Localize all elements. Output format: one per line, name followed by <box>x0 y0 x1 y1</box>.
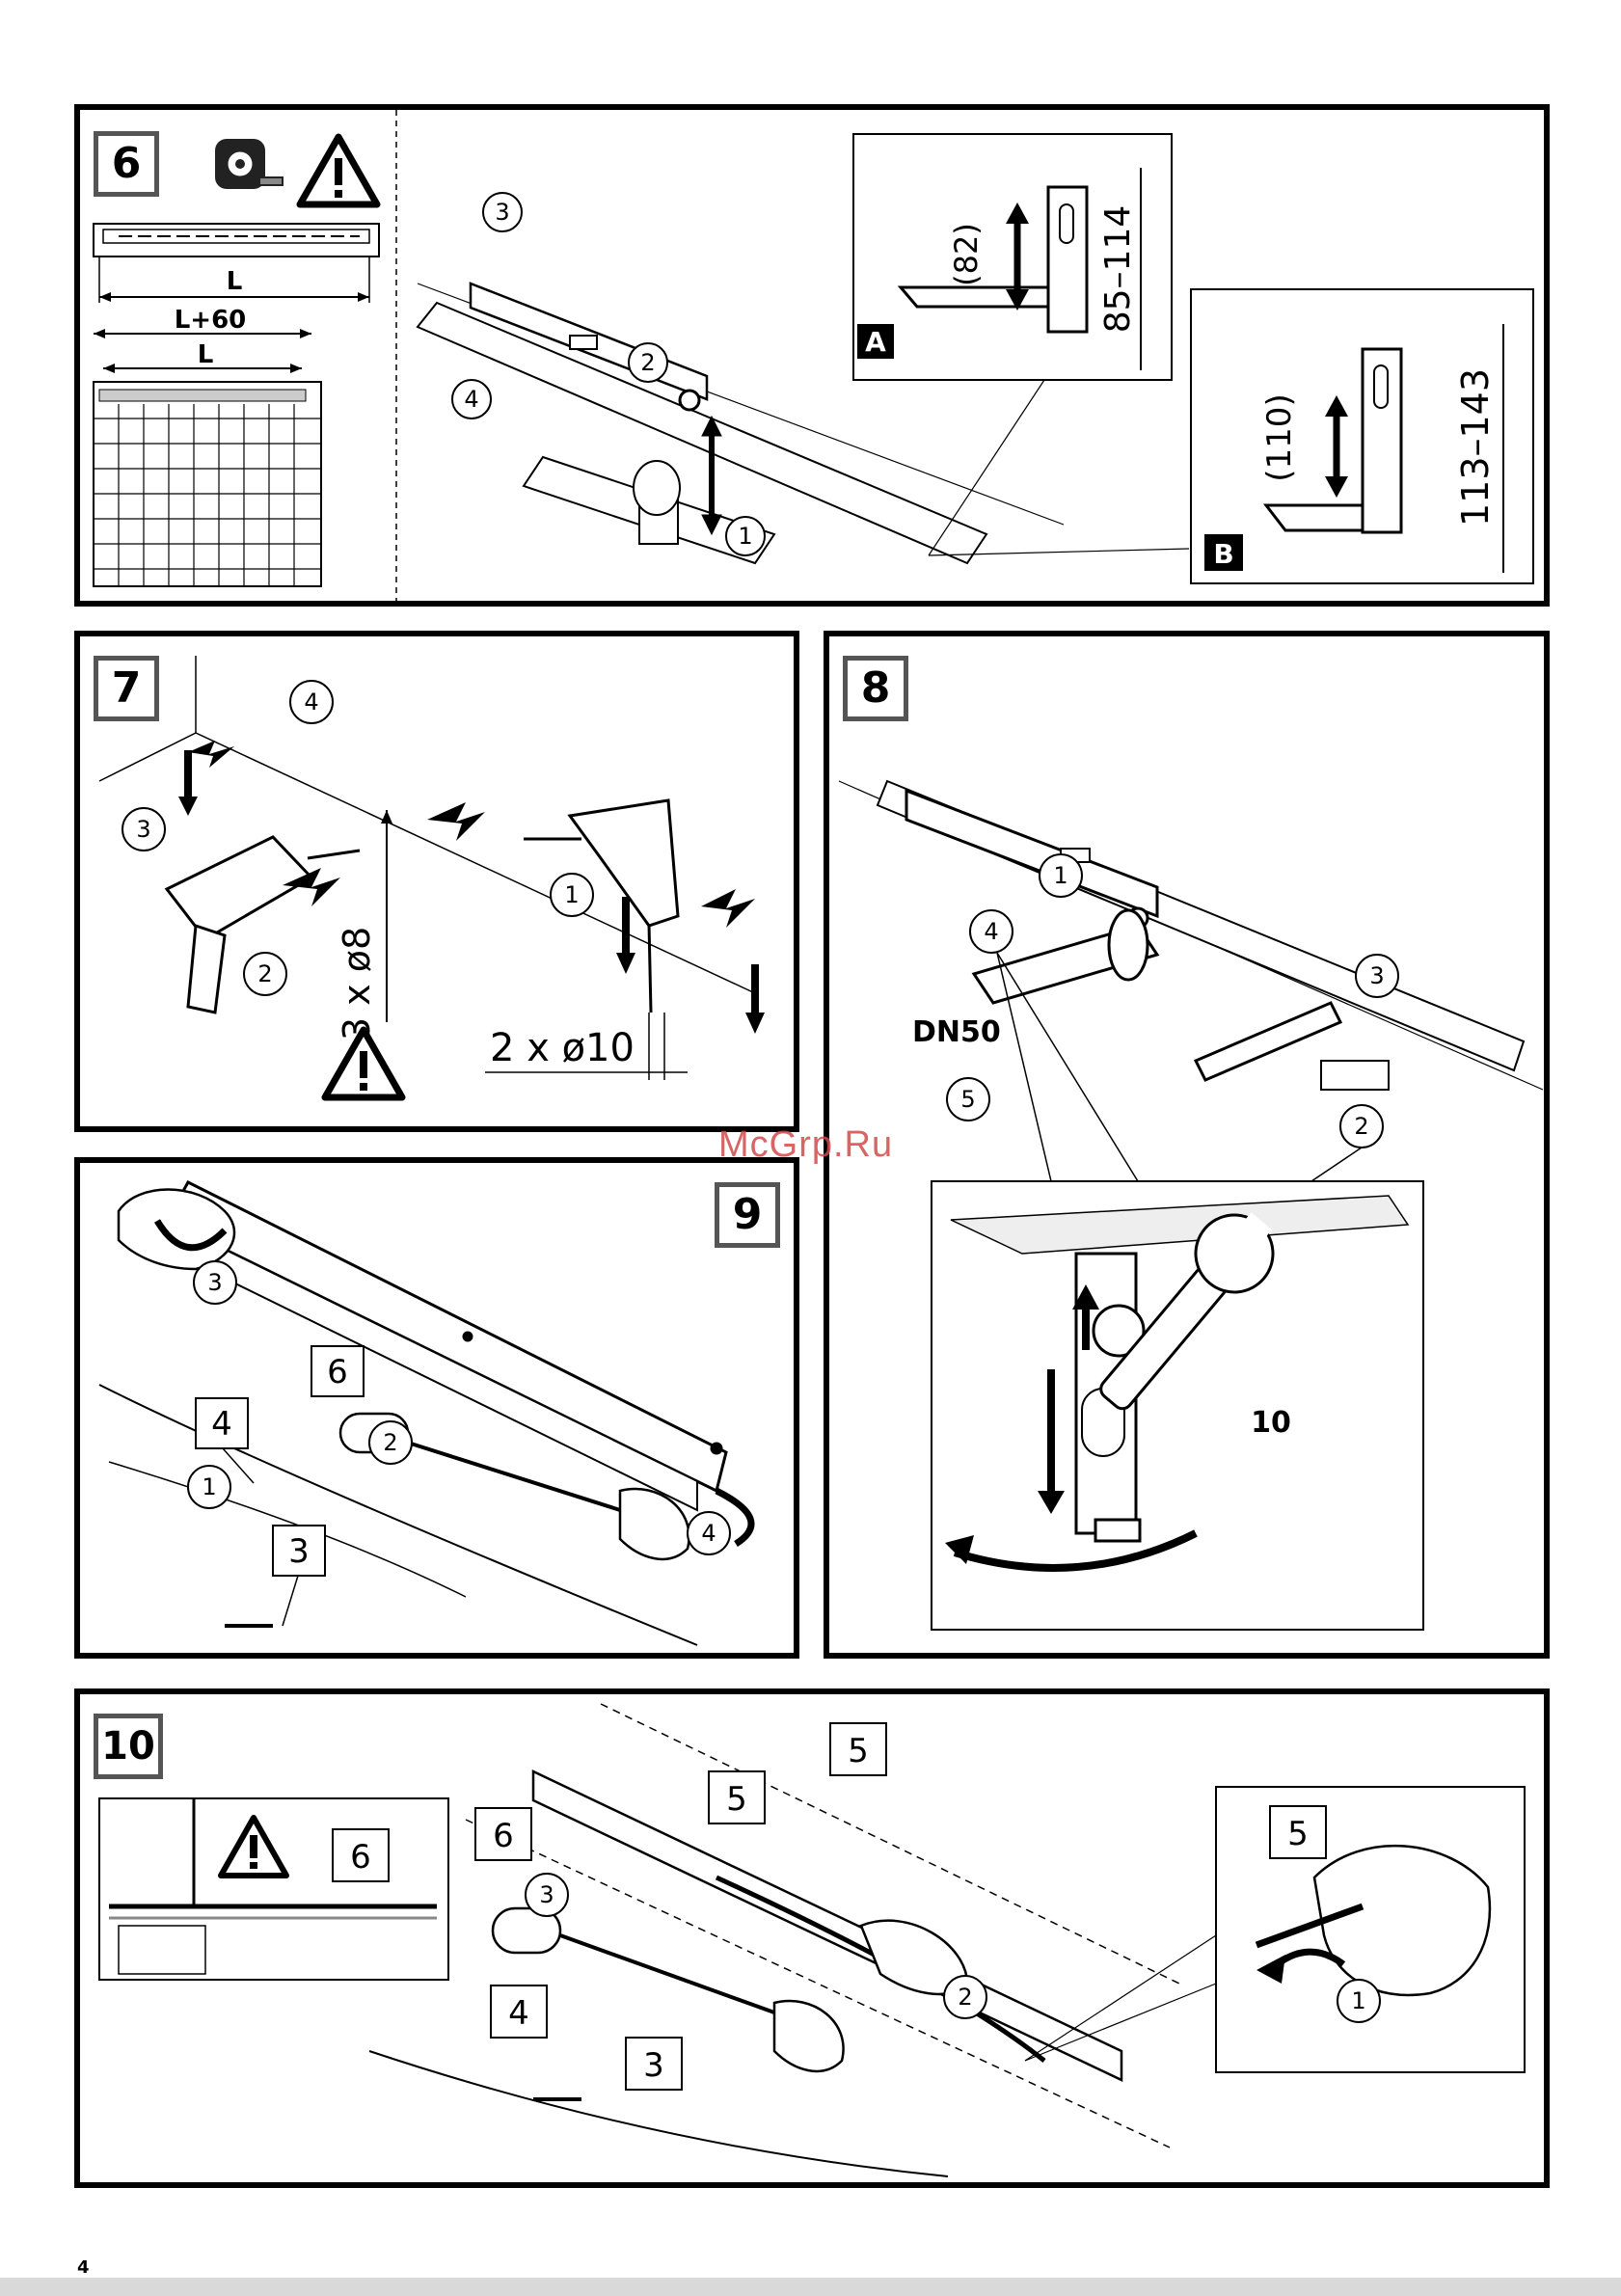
svg-text:3: 3 <box>539 1881 554 1908</box>
step-8-illustration: DN50 1 4 3 5 2 <box>829 636 1543 1654</box>
svg-text:4: 4 <box>464 386 478 413</box>
step-8-panel: 8 DN50 1 4 3 5 2 <box>824 631 1550 1659</box>
svg-text:2: 2 <box>640 349 655 376</box>
pipe-label: DN50 <box>912 1015 1001 1049</box>
svg-text:1: 1 <box>738 523 752 550</box>
svg-text:3: 3 <box>495 199 509 226</box>
svg-text:4: 4 <box>984 918 998 945</box>
step-10-inset-right <box>1216 1787 1525 2072</box>
detail-inset: 10 <box>932 1181 1423 1630</box>
svg-text:2: 2 <box>383 1429 397 1456</box>
svg-text:4: 4 <box>211 1405 232 1444</box>
page-number: 4 <box>77 2257 90 2278</box>
svg-text:4: 4 <box>304 689 318 716</box>
svg-text:2: 2 <box>257 960 272 987</box>
svg-text:1: 1 <box>202 1473 216 1500</box>
step-10-panel: 10 6 <box>74 1688 1550 2188</box>
svg-text:5: 5 <box>726 1780 747 1819</box>
svg-text:5: 5 <box>848 1732 869 1770</box>
inset-A-tag: A <box>865 326 886 358</box>
inset-box-6: 6 <box>350 1838 371 1877</box>
drill-small-spec: 3 x ø8 <box>336 927 378 1040</box>
step-6-panel: 6 L L+60 L <box>74 104 1550 607</box>
dim-L-top: L <box>227 267 243 296</box>
step-10-inset-left: 6 <box>99 1798 448 1980</box>
step-9-panel: 9 3 2 1 4 6 4 <box>74 1157 799 1659</box>
dim-L-bottom: L <box>198 340 214 369</box>
inset-A: A (82) 85–114 <box>853 134 1172 380</box>
wrench-size: 10 <box>1251 1406 1291 1440</box>
svg-text:1: 1 <box>1351 1987 1365 2014</box>
svg-text:4: 4 <box>701 1520 716 1547</box>
drill-icon-right <box>524 800 678 1013</box>
step-9-illustration: 3 2 1 4 6 4 3 <box>80 1163 794 1655</box>
step-10-illustration: 6 3 2 1 <box>80 1694 1546 2184</box>
inset-A-bracket: (82) <box>948 223 985 286</box>
step-10-boxes: 5 5 6 5 4 3 <box>475 1723 1326 2090</box>
svg-text:1: 1 <box>1053 862 1067 889</box>
step-7-panel: 7 4 <box>74 631 799 1132</box>
drill-large-spec: 2 x ø10 <box>490 1026 635 1070</box>
svg-text:3: 3 <box>1369 962 1384 989</box>
inset-B-bracket: (110) <box>1260 393 1299 481</box>
svg-text:4: 4 <box>508 1994 529 2033</box>
inset-B-tag: B <box>1213 538 1233 570</box>
svg-text:5: 5 <box>960 1086 975 1113</box>
svg-text:3: 3 <box>288 1532 310 1571</box>
svg-text:1: 1 <box>564 881 579 908</box>
inset-B: B (110) 113–143 <box>1191 289 1533 583</box>
svg-text:5: 5 <box>1287 1815 1309 1853</box>
step-7-illustration: 4 3 1 2 3 x ø8 2 x ø10 <box>80 636 794 1128</box>
watermark: McGrp.Ru <box>718 1124 893 1166</box>
tile-grid <box>94 382 321 586</box>
dim-L60: L+60 <box>175 306 247 335</box>
svg-text:2: 2 <box>1354 1113 1368 1140</box>
svg-text:6: 6 <box>327 1353 348 1391</box>
svg-text:3: 3 <box>207 1269 222 1296</box>
tape-measure-icon <box>215 139 283 189</box>
svg-text:2: 2 <box>958 1984 972 2011</box>
svg-text:6: 6 <box>493 1817 514 1855</box>
step-6-illustration: L L+60 L <box>80 110 1546 602</box>
inset-B-range: 113–143 <box>1454 368 1497 527</box>
svg-text:3: 3 <box>643 2046 664 2085</box>
svg-text:3: 3 <box>136 816 150 843</box>
inset-A-range: 85–114 <box>1098 205 1138 334</box>
warning-icon <box>300 137 377 204</box>
bottom-bar <box>0 2278 1621 2296</box>
